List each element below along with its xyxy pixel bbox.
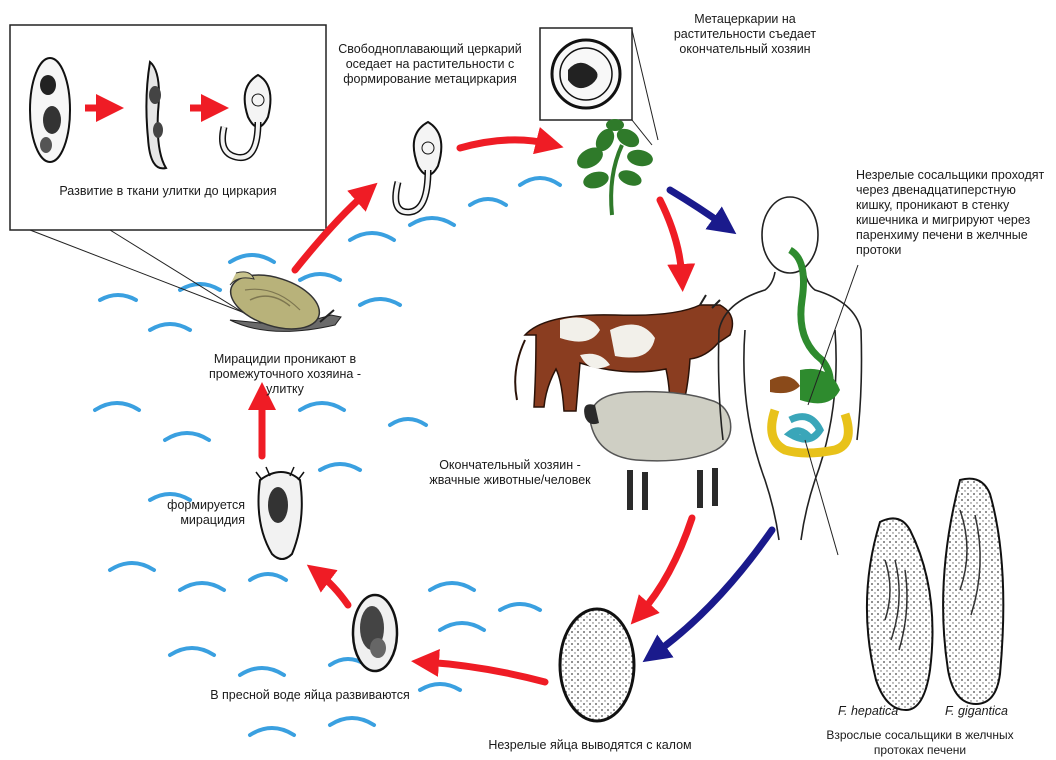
label-adult-flukes: Взрослые сосальщики в желчных протоках п…	[805, 728, 1035, 758]
label-eggs-develop: В пресной воде яйца развиваются	[190, 688, 430, 703]
label-species-gigantica: F. gigantica	[945, 704, 1008, 719]
miracidium-icon	[256, 467, 304, 559]
egg-icon	[560, 609, 634, 721]
label-final-host: Окончательный хозяин - жвачные животные/…	[420, 458, 600, 488]
adult-fluke-icon	[867, 518, 933, 710]
metacercaria-box	[540, 28, 658, 145]
sheep-icon	[584, 392, 731, 510]
adult-fluke-icon-2	[943, 479, 1003, 704]
label-metacercariae: Метацеркарии на растительности съедает о…	[660, 12, 830, 57]
label-cercaria-development: Развитие в ткани улитки до циркария	[30, 184, 306, 199]
cercaria-icon	[396, 122, 442, 212]
metacercaria-icon	[552, 40, 620, 108]
label-miracidia-penetrate: Мирацидии проникают в промежуточного хоз…	[190, 352, 380, 397]
human-outline-icon	[719, 197, 862, 540]
embryonated-egg-icon	[353, 595, 397, 671]
redia-icon	[30, 58, 70, 162]
label-species-hepatica: F. hepatica	[838, 704, 898, 719]
label-free-cercaria: Свободноплавающий церкарий оседает на ра…	[335, 42, 525, 87]
plant-icon	[573, 119, 654, 215]
label-immature-flukes: Незрелые сосальщики проходят через двена…	[856, 168, 1046, 258]
water-waves	[95, 178, 560, 735]
cercaria-development-box	[10, 25, 326, 320]
label-miracidium-forms: формируется мирацидия	[130, 498, 245, 528]
label-immature-eggs: Незрелые яйца выводятся с калом	[460, 738, 720, 753]
